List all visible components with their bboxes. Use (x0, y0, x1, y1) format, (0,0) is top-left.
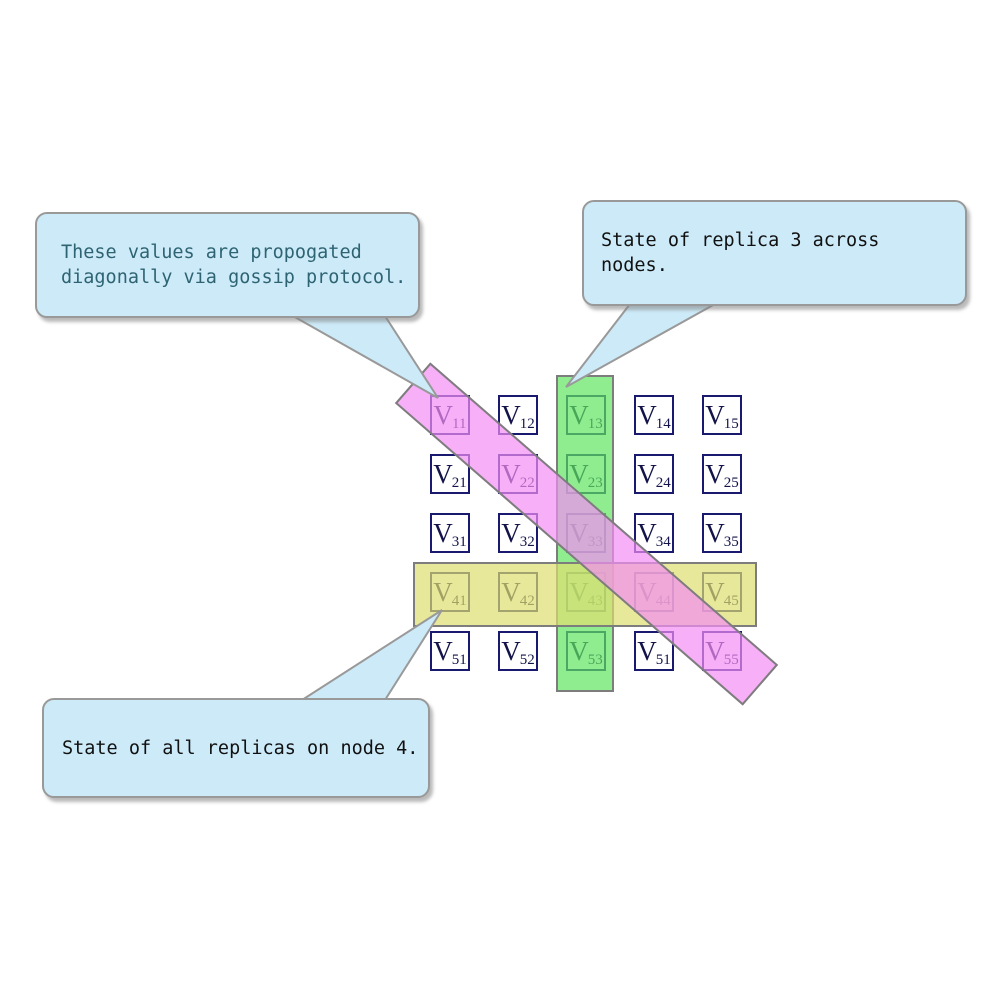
cell-symbol: V (637, 458, 657, 489)
cell-subscript: 25 (723, 474, 739, 491)
node4-callout: State of all replicas on node 4. (42, 698, 430, 798)
cell-symbol: V (637, 399, 657, 430)
callout-text-line: State of all replicas on node 4. (62, 737, 419, 759)
cell-symbol: V (433, 458, 453, 489)
cell-symbol: V (433, 635, 453, 666)
cell-subscript: 32 (519, 533, 535, 550)
cell-subscript: 12 (519, 415, 535, 432)
cell-symbol: V (501, 635, 521, 666)
cell-subscript: 21 (451, 474, 467, 491)
cell-subscript: 52 (519, 651, 535, 668)
cell-symbol: V (705, 458, 725, 489)
cell-subscript: 24 (655, 474, 671, 491)
cell-subscript: 15 (723, 415, 739, 432)
cell-symbol: V (637, 517, 657, 548)
cell-symbol: V (501, 399, 521, 430)
callout-text-line: These values are propogated (61, 242, 362, 263)
cell-symbol: V (705, 517, 725, 548)
gossip-callout: These values are propogated diagonally v… (35, 212, 420, 318)
cell-symbol: V (501, 517, 521, 548)
cell-symbol: V (705, 399, 725, 430)
replica3-callout: State of replica 3 across nodes. (582, 200, 967, 306)
cell-subscript: 51 (655, 651, 671, 668)
cell-symbol: V (637, 635, 657, 666)
cell-subscript: 35 (723, 533, 739, 550)
cell-subscript: 34 (655, 533, 671, 550)
cell-symbol: V (433, 517, 453, 548)
cell-subscript: 51 (451, 651, 467, 668)
cell-subscript: 14 (655, 415, 671, 432)
cell-subscript: 31 (451, 533, 467, 550)
callout-text-line: diagonally via gossip protocol. (61, 267, 407, 288)
callout-text-line: State of replica 3 across nodes. (601, 230, 880, 276)
